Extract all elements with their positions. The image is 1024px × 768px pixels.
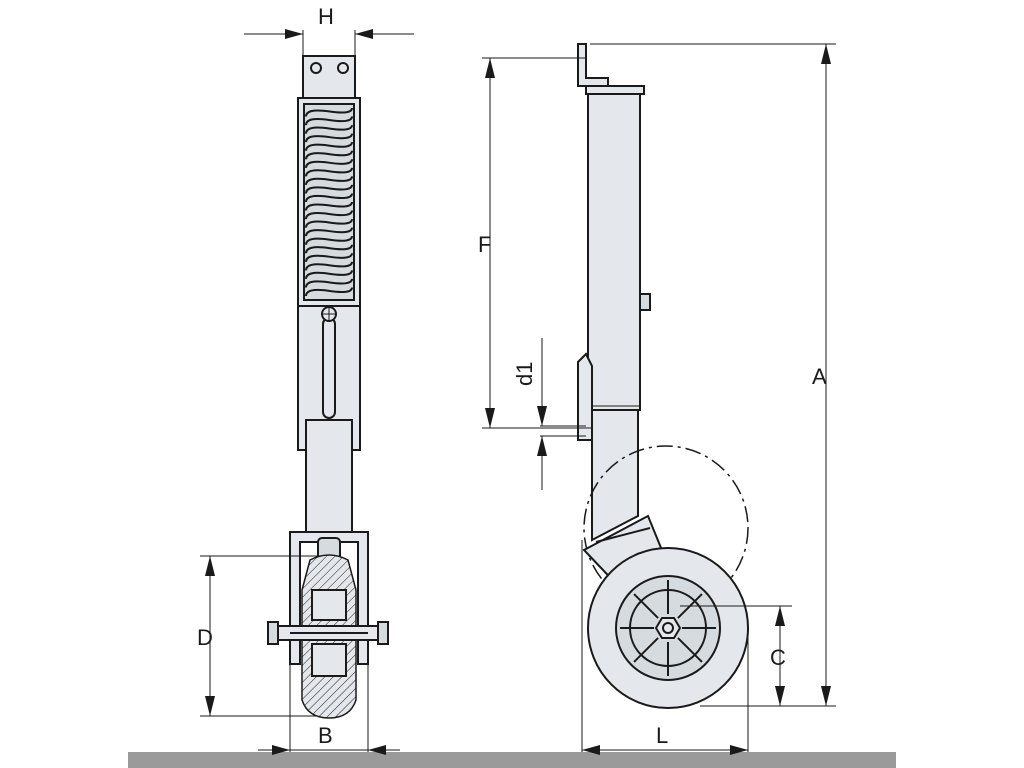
spring-coil — [305, 159, 353, 168]
spring-coil — [305, 201, 353, 211]
spring-coil — [305, 278, 353, 288]
spring-coil — [305, 270, 353, 280]
label-d1: d1 — [512, 362, 537, 386]
spring-coil — [305, 218, 353, 228]
dimension-f: F — [478, 57, 592, 429]
spring-coil — [305, 253, 353, 262]
dimension-a: A — [590, 43, 836, 707]
spring-coil — [305, 133, 353, 143]
mount-hole-right — [337, 62, 349, 74]
spring-coil — [305, 141, 353, 151]
ground-surface — [128, 752, 896, 768]
dimension-h: H — [244, 4, 414, 56]
front-fork — [289, 531, 369, 665]
spring-coil — [305, 184, 353, 194]
hub-nut — [654, 617, 682, 639]
spring-coil — [305, 244, 353, 254]
side-mount-bracket — [577, 43, 609, 87]
front-view — [267, 55, 389, 719]
label-a: A — [812, 364, 827, 389]
dimension-l: L — [581, 540, 749, 755]
label-l: L — [656, 723, 668, 748]
label-f: F — [478, 232, 491, 257]
front-mount-plate — [302, 55, 356, 99]
dimension-d: D — [197, 555, 318, 717]
side-outer-tube — [587, 93, 641, 411]
label-c: C — [770, 645, 786, 670]
spring-window — [303, 103, 355, 301]
dimension-d1: d1 — [512, 338, 586, 490]
spring-coil — [305, 235, 353, 245]
spring-coil — [305, 176, 353, 186]
dimension-c: C — [680, 605, 792, 706]
spring-coil — [305, 124, 353, 134]
side-view — [577, 43, 749, 709]
wheel-spoke — [633, 593, 659, 619]
spring-coil — [305, 193, 353, 203]
spring-coil — [305, 116, 353, 126]
label-d: D — [197, 625, 213, 650]
spring-coil — [305, 287, 353, 297]
spring-coil — [305, 150, 353, 160]
spring-coil — [305, 107, 353, 117]
side-top-cap — [585, 85, 645, 95]
front-inner-tube — [305, 419, 353, 533]
label-b: B — [318, 723, 333, 748]
mount-hole-left — [310, 62, 322, 74]
spring-coil — [305, 167, 353, 177]
side-clamp — [577, 352, 593, 441]
wheel-spoke — [677, 637, 703, 663]
label-h: H — [318, 4, 334, 29]
spring-coil — [305, 227, 353, 237]
side-inner-tube — [591, 409, 639, 542]
coil-spring — [305, 107, 353, 297]
spring-coil — [305, 261, 353, 271]
dimension-b: B — [258, 664, 400, 755]
side-knob — [639, 293, 651, 311]
wheel-spoke — [633, 637, 659, 663]
spring-coil — [305, 210, 353, 220]
wheel-spokes — [620, 580, 716, 676]
